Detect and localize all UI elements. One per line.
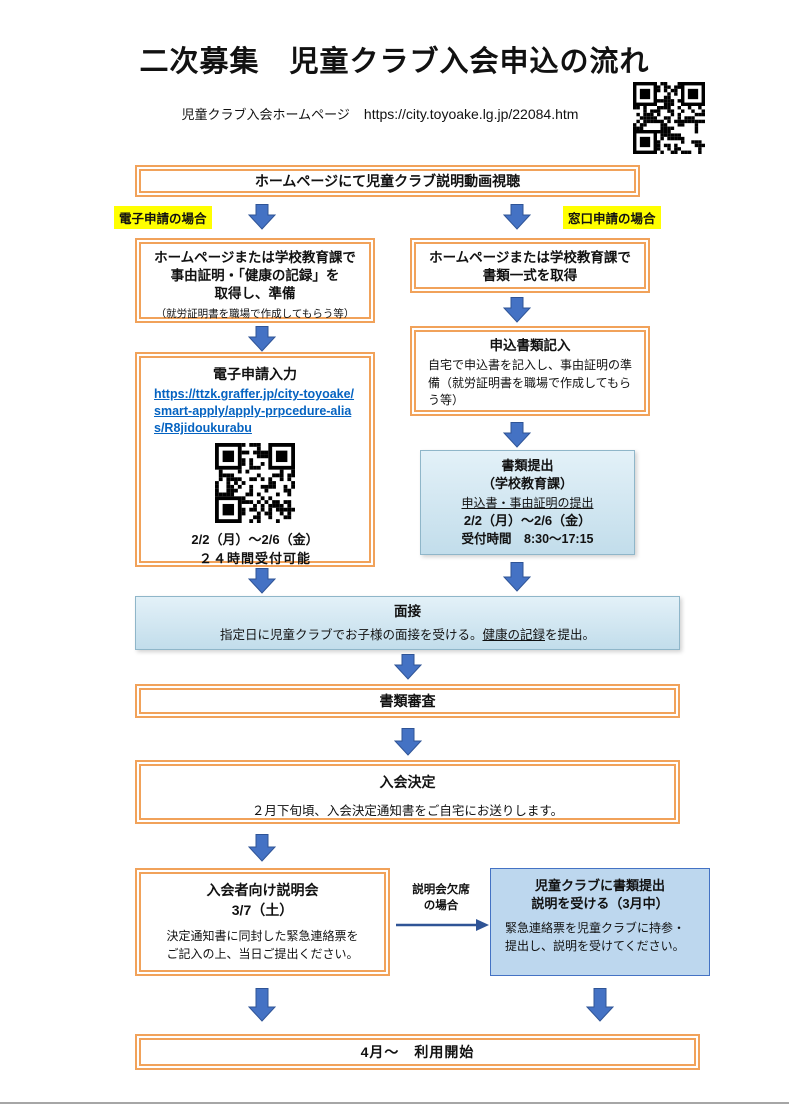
step-decision-box: 入会決定 ２月下旬頃、入会決定通知書をご自宅にお送りします。 <box>135 760 680 824</box>
down-arrow-icon <box>502 297 532 328</box>
qr-code-application <box>215 442 295 523</box>
e-apply-link[interactable]: https://ttzk.graffer.jp/city-toyoake/sma… <box>154 386 355 435</box>
w-submit-title2: （学校教育課） <box>481 476 573 492</box>
down-arrow-icon <box>247 326 277 357</box>
w-obtain-line2: 書類一式を取得 <box>482 268 578 284</box>
step-briefing-box: 入会者向け説明会 3/7（土） 決定通知書に同封した緊急連絡票を ご記入の上、当… <box>135 868 390 976</box>
interview-body-post: を提出。 <box>545 628 596 643</box>
e-apply-title: 電子申請入力 <box>213 366 297 382</box>
down-arrow-icon <box>247 834 277 867</box>
w-submit-hours: 受付時間 8:30～17:15 <box>461 531 594 546</box>
e-apply-note: ２４時間受付可能 <box>198 550 311 566</box>
step-start-box: 4月～ 利用開始 <box>135 1034 700 1070</box>
footer-divider <box>0 1102 789 1104</box>
w-fill-body: 自宅で申込書を記入し、事由証明の準備（就労証明書を職場で作成してもらう等） <box>428 358 633 407</box>
qr-code-homepage <box>633 82 705 154</box>
interview-body-underline: 健康の記録 <box>482 628 545 643</box>
homepage-url: https://city.toyoake.lg.jp/22084.htm <box>363 106 579 122</box>
page-title: 二次募集 児童クラブ入会申込の流れ <box>139 46 650 78</box>
down-arrow-icon <box>502 562 532 597</box>
alt-body: 緊急連絡票を児童クラブに持参・ 提出し、説明を受けてください。 <box>491 919 709 955</box>
branch-label-window: 窓口申請の場合 <box>563 206 661 229</box>
down-arrow-icon <box>247 568 277 599</box>
alt-body-line2: 提出し、説明を受けてください。 <box>505 939 685 954</box>
decision-body: ２月下旬頃、入会決定通知書をご自宅にお送りします。 <box>251 803 564 818</box>
down-arrow-icon <box>247 988 277 1027</box>
alt-title-line1: 児童クラブに書類提出 <box>534 878 665 893</box>
alt-body-line1: 緊急連絡票を児童クラブに持参・ <box>505 921 686 936</box>
interview-title: 面接 <box>394 604 421 619</box>
w-submit-period: 2/2（月）～2/6（金） <box>463 513 592 529</box>
e-prepare-line1: ホームページまたは学校教育課で <box>154 250 356 265</box>
briefing-date: 3/7（土） <box>231 901 294 918</box>
interview-body: 指定日に児童クラブでお子様の面接を受ける。健康の記録を提出。 <box>136 624 679 643</box>
step-e-apply-box: 電子申請入力 https://ttzk.graffer.jp/city-toyo… <box>135 352 375 567</box>
down-arrow-icon <box>502 204 532 235</box>
step-e-prepare-box: ホームページまたは学校教育課で 事由証明・「健康の記録」を 取得し、準備 （就労… <box>135 238 375 323</box>
e-prepare-line2: 事由証明・「健康の記録」を <box>170 268 340 284</box>
decision-title: 入会決定 <box>379 774 436 790</box>
step-w-obtain-box: ホームページまたは学校教育課で 書類一式を取得 <box>410 238 650 293</box>
homepage-label: 児童クラブ入会ホームページ <box>181 107 350 122</box>
step-w-fill-box: 申込書類記入 自宅で申込書を記入し、事由証明の準備（就労証明書を職場で作成しても… <box>410 326 650 416</box>
briefing-body-line1: 決定通知書に同封した緊急連絡票を <box>166 929 359 944</box>
e-apply-period: 2/2（月）～2/6（金） <box>191 531 319 547</box>
down-arrow-icon <box>585 988 615 1027</box>
absent-label-line2: の場合 <box>423 900 459 913</box>
right-arrow-icon <box>396 917 490 938</box>
step-w-submit-box: 書類提出 （学校教育課） 申込書・事由証明の提出 2/2（月）～2/6（金） 受… <box>420 450 635 555</box>
e-prepare-note: （就労証明書を職場で作成してもらう等） <box>155 307 355 320</box>
w-submit-title1: 書類提出 <box>501 458 554 473</box>
w-submit-sub: 申込書・事由証明の提出 <box>461 496 594 511</box>
step-interview-box: 面接 指定日に児童クラブでお子様の面接を受ける。健康の記録を提出。 <box>135 596 680 650</box>
briefing-title: 入会者向け説明会 <box>206 882 319 898</box>
w-obtain-line1: ホームページまたは学校教育課で <box>429 250 631 265</box>
briefing-body: 決定通知書に同封した緊急連絡票を ご記入の上、当日ご提出ください。 <box>141 927 384 963</box>
absent-case-label: 説明会欠席 の場合 <box>398 882 484 914</box>
down-arrow-icon <box>502 422 532 453</box>
briefing-body-line2: ご記入の上、当日ご提出ください。 <box>166 947 359 962</box>
homepage-line: 児童クラブ入会ホームページ https://city.toyoake.lg.jp… <box>120 104 640 123</box>
step-screening-box: 書類審査 <box>135 684 680 718</box>
step-video-box: ホームページにて児童クラブ説明動画視聴 <box>135 165 640 197</box>
down-arrow-icon <box>247 204 277 235</box>
step-alt-briefing-box: 児童クラブに書類提出 説明を受ける（3月中） 緊急連絡票を児童クラブに持参・ 提… <box>490 868 710 976</box>
alt-title-line2: 説明を受ける（3月中） <box>531 896 669 912</box>
w-fill-title: 申込書類記入 <box>489 338 571 353</box>
down-arrow-icon <box>393 728 423 761</box>
absent-label-line1: 説明会欠席 <box>412 884 470 896</box>
down-arrow-icon <box>393 654 423 685</box>
branch-label-electronic: 電子申請の場合 <box>114 206 212 229</box>
interview-body-pre: 指定日に児童クラブでお子様の面接を受ける。 <box>219 628 483 643</box>
e-prepare-line3: 取得し、準備 <box>214 286 296 302</box>
